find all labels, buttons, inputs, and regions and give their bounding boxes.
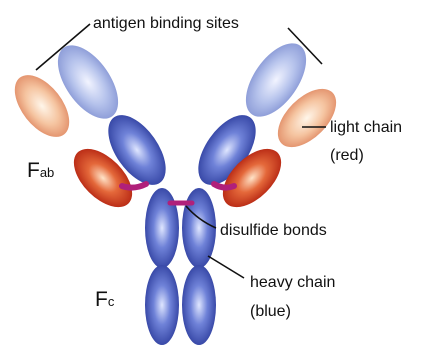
label-fc-sub: c: [108, 294, 115, 309]
disulfide-bonds: [122, 184, 234, 203]
leader-heavy-chain: [208, 256, 244, 278]
label-fc: Fc: [95, 288, 115, 311]
label-heavy-chain-color: (blue): [250, 303, 291, 320]
label-fab-sub: ab: [40, 165, 54, 180]
label-light-chain: light chain: [330, 119, 402, 136]
label-heavy-chain: heavy chain: [250, 274, 335, 291]
heavy-chain-stalk-left-lower: [145, 265, 179, 345]
label-fab-main: F: [27, 159, 40, 182]
fab-arm-left: [4, 35, 177, 218]
disulfide-bond-left: [122, 184, 146, 188]
label-light-chain-color: (red): [330, 147, 364, 164]
fab-arm-right: [187, 33, 347, 218]
label-fc-main: F: [95, 288, 108, 311]
heavy-chain-stalk-left-upper: [145, 188, 179, 268]
label-antigen-binding-sites: antigen binding sites: [93, 15, 239, 32]
label-disulfide-bonds: disulfide bonds: [220, 222, 327, 239]
heavy-chain-stalk-right-lower: [182, 265, 216, 345]
disulfide-bond-right: [214, 184, 234, 188]
label-fab: Fab: [27, 159, 54, 182]
heavy-chain-stalk-right-upper: [182, 188, 216, 268]
fc-region: [145, 188, 216, 345]
